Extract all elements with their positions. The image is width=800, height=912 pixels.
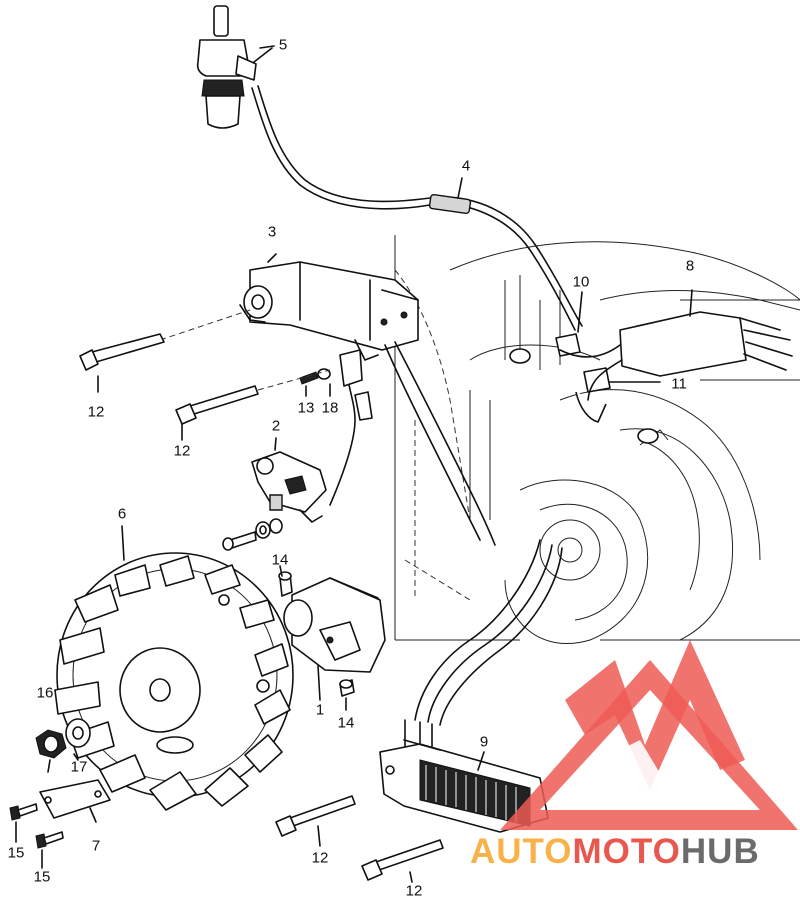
label-part-1: 1 <box>315 701 325 719</box>
watermark-hub: HUB <box>680 832 760 871</box>
leader-lines <box>15 45 485 883</box>
label-part-12-c: 12 <box>311 849 329 867</box>
ignition-coil-part-3 <box>159 253 419 361</box>
bolt-12-b <box>175 369 331 425</box>
label-part-3: 3 <box>267 223 277 241</box>
wire-grommet-part-8 <box>559 289 793 401</box>
watermark-logo-graphic <box>500 640 798 830</box>
washer-part-17 <box>65 718 91 748</box>
bolt-12-c <box>275 795 356 837</box>
label-part-17: 17 <box>70 758 88 776</box>
label-part-5: 5 <box>278 36 288 54</box>
breaker-cover-part-1 <box>283 577 386 673</box>
label-part-14-b: 14 <box>337 714 355 732</box>
nut-part-16 <box>35 729 67 759</box>
spark-plug-cap-part-5 <box>196 5 273 129</box>
engine-case-outline <box>394 235 800 645</box>
watermark-moto: MOTO <box>572 832 681 871</box>
label-part-12-a: 12 <box>87 403 105 421</box>
stator-coil-part-9 <box>379 739 549 833</box>
bolt-12-d <box>361 839 444 881</box>
label-part-12-d: 12 <box>405 882 423 900</box>
high-tension-cord-part-4 <box>251 85 583 331</box>
label-part-18: 18 <box>321 399 339 417</box>
contact-breaker-part-2 <box>251 437 327 523</box>
wiring-harness <box>329 341 563 769</box>
plate-part-7 <box>39 779 111 819</box>
screw-15-a <box>9 803 38 821</box>
label-part-11: 11 <box>671 375 687 393</box>
watermark-triangle-outer <box>500 660 798 830</box>
label-part-14-a: 14 <box>271 551 289 569</box>
watermark-text: AUTOMOTOHUB <box>470 834 760 869</box>
bolt-12-a <box>79 333 165 371</box>
label-part-4: 4 <box>461 157 471 175</box>
label-part-13: 13 <box>297 399 315 417</box>
label-part-2: 2 <box>271 417 281 435</box>
label-part-15-a: 15 <box>7 844 25 862</box>
label-part-8: 8 <box>685 257 695 275</box>
screw-washer-parts-13-18 <box>299 349 373 421</box>
label-part-10: 10 <box>572 273 590 291</box>
screw-14-b <box>339 679 355 697</box>
label-part-15-b: 15 <box>33 868 51 886</box>
label-part-12-b: 12 <box>173 442 191 460</box>
clamp-part-11 <box>575 367 661 423</box>
watermark-auto: AUTO <box>470 832 573 871</box>
screw-15-b <box>35 831 64 849</box>
label-part-6: 6 <box>117 505 127 523</box>
label-part-7: 7 <box>91 837 101 855</box>
label-part-9: 9 <box>479 733 489 751</box>
watermark-m-shape <box>565 640 745 790</box>
flywheel-part-6 <box>54 552 294 811</box>
label-part-16: 16 <box>36 684 54 702</box>
breaker-screw-washers <box>222 518 283 551</box>
screw-14-a <box>278 571 293 597</box>
